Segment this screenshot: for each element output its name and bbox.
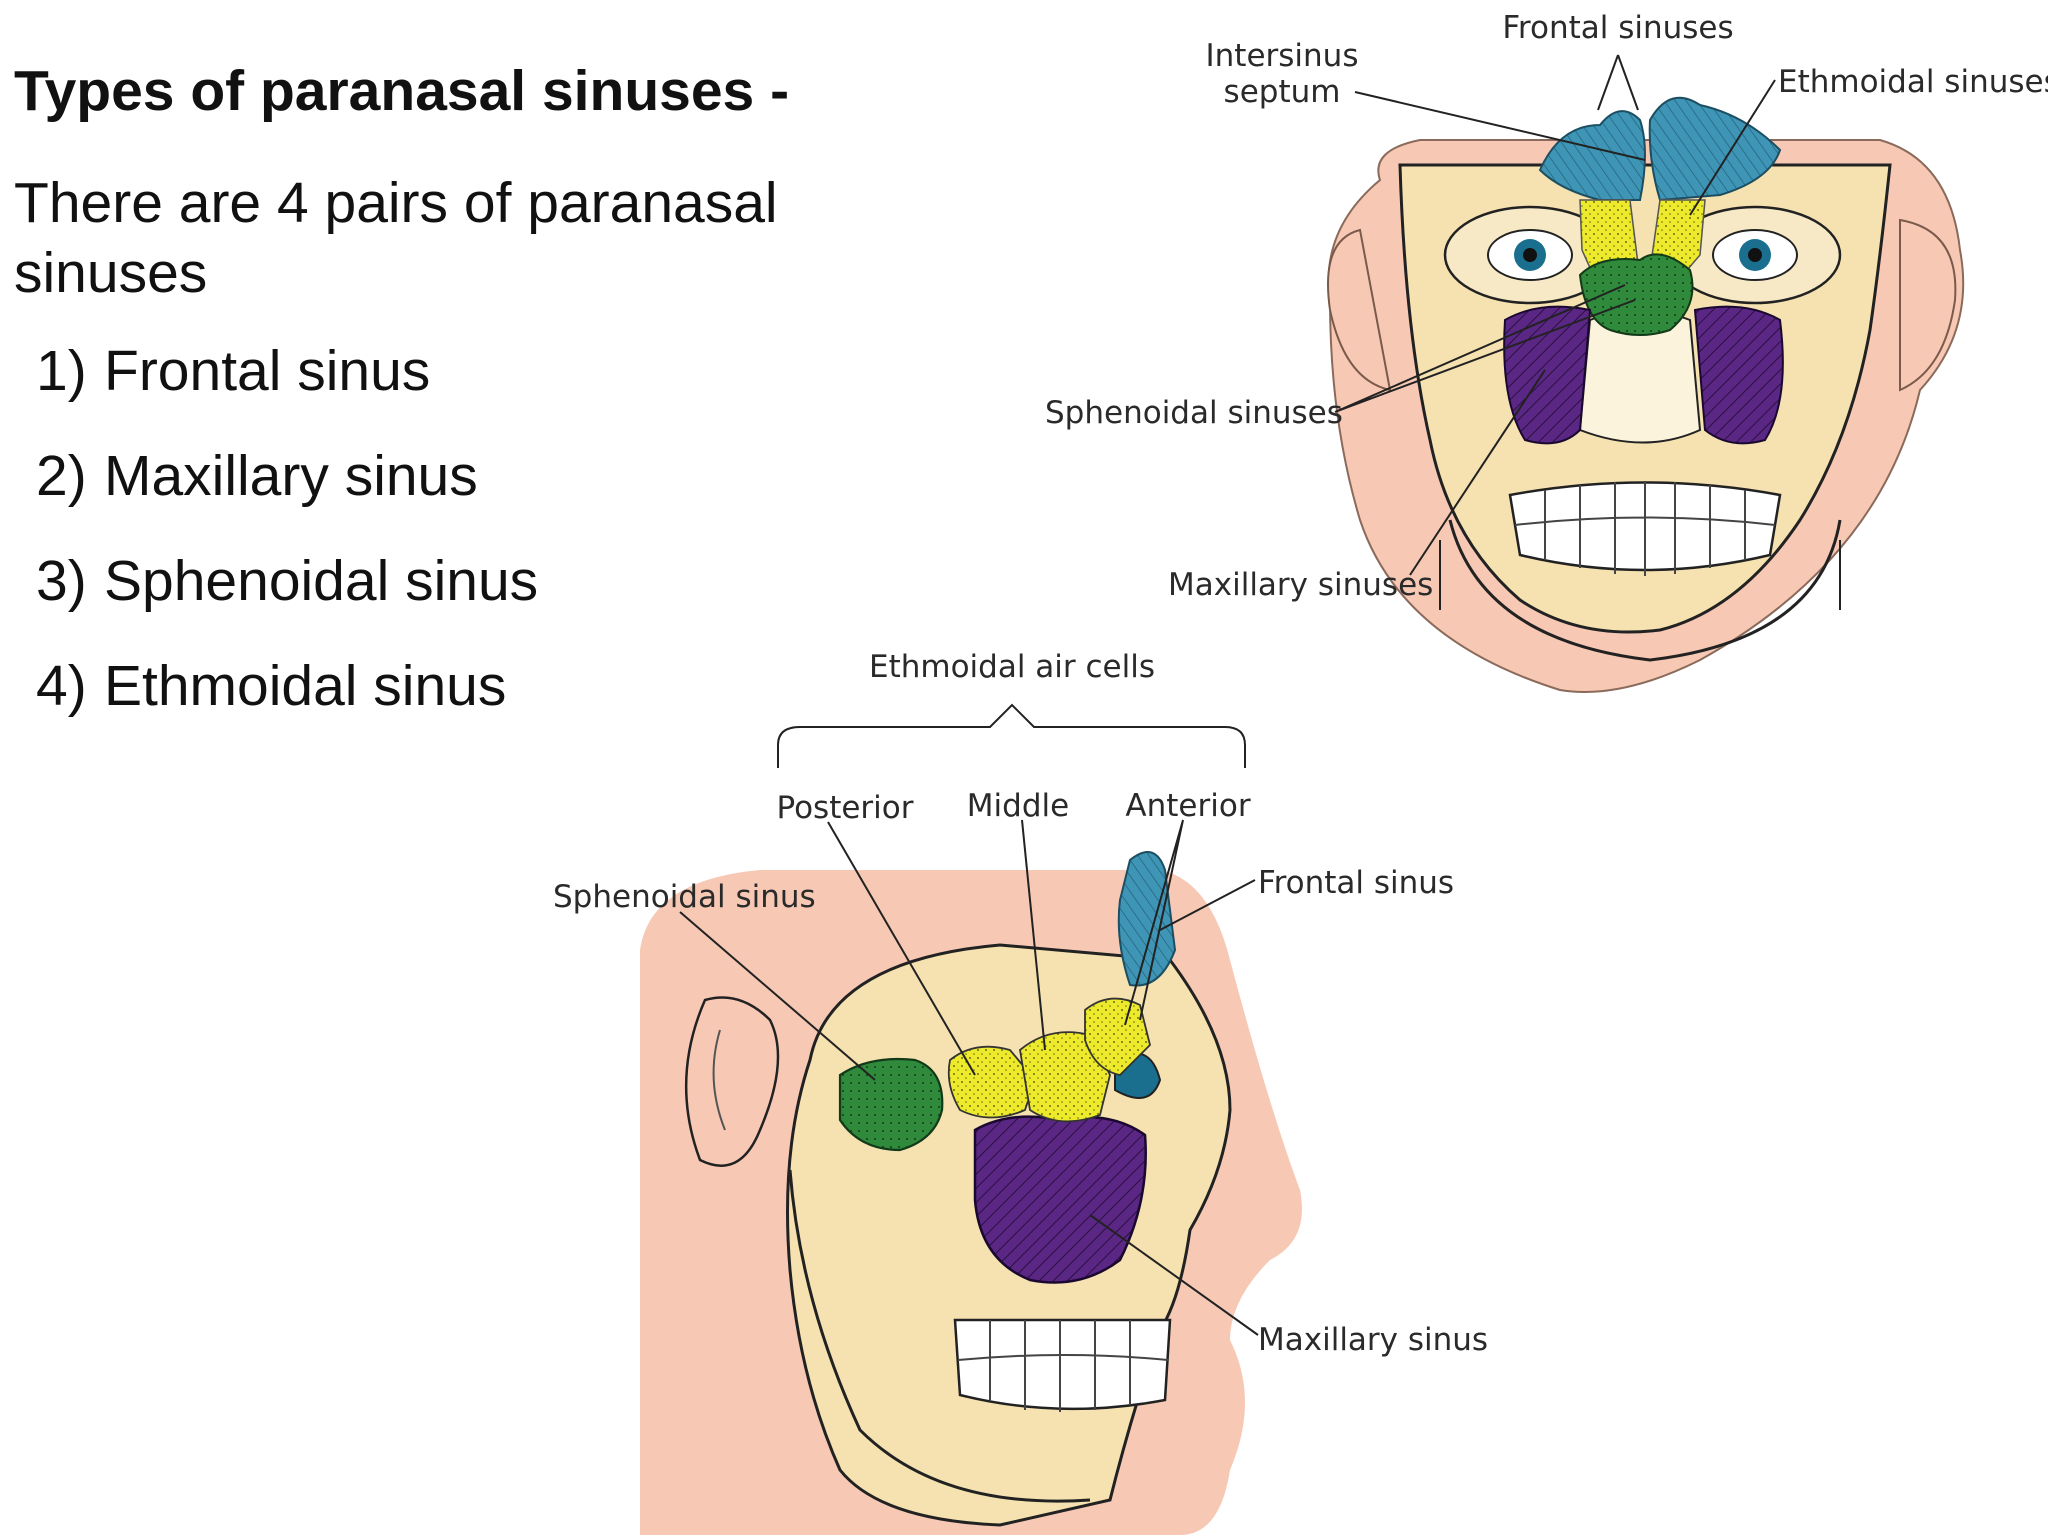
label-frontal-sinuses: Frontal sinuses bbox=[1502, 10, 1733, 46]
leader-ethmoidal-sinuses bbox=[1689, 79, 1776, 216]
lateral-frontal-sinus bbox=[1117, 851, 1177, 987]
frontal-left-ear bbox=[1327, 228, 1392, 392]
frontal-sinus-right bbox=[1648, 96, 1782, 202]
list-item-number: 1) bbox=[36, 339, 87, 403]
list-item: 1) Frontal sinus bbox=[36, 336, 538, 441]
leader-frontal-sinus bbox=[1159, 879, 1256, 931]
lateral-ear-fold bbox=[712, 1029, 726, 1131]
leader-maxillary-sinus bbox=[1089, 1214, 1259, 1336]
label-intersinus-septum: Intersinus bbox=[1206, 38, 1359, 74]
list-item-label: Ethmoidal sinus bbox=[104, 654, 507, 718]
leader-middle bbox=[1021, 819, 1046, 1051]
frontal-view: Frontal sinuses Intersinus septum Ethmoi… bbox=[1045, 10, 2048, 693]
list-item-number: 2) bbox=[36, 444, 87, 508]
ethmoidal-air-cells-bracket bbox=[777, 703, 1246, 768]
label-ethmoidal-air-cells: Ethmoidal air cells bbox=[869, 649, 1155, 685]
leader-maxillary-sinuses bbox=[1409, 369, 1546, 576]
lateral-sphenoidal-sinus bbox=[838, 1057, 944, 1152]
list-item-number: 3) bbox=[36, 549, 87, 613]
frontal-teeth-lines bbox=[1514, 481, 1776, 576]
label-frontal-sinus: Frontal sinus bbox=[1258, 865, 1454, 901]
frontal-maxillary-right bbox=[1693, 305, 1784, 445]
lateral-view: Ethmoidal air cells Posterior Middle Ant… bbox=[553, 649, 1488, 1535]
list-item: 3) Sphenoidal sinus bbox=[36, 546, 538, 651]
label-anterior: Anterior bbox=[1125, 788, 1250, 824]
slide-heading: Types of paranasal sinuses - bbox=[14, 59, 790, 123]
label-ethmoidal-sinuses: Ethmoidal sinuses bbox=[1778, 64, 2048, 100]
frontal-left-pupil bbox=[1523, 248, 1537, 262]
label-sphenoidal-sinuses: Sphenoidal sinuses bbox=[1045, 395, 1343, 431]
label-posterior: Posterior bbox=[776, 790, 913, 826]
list-item-number: 4) bbox=[36, 654, 87, 718]
list-item-label: Frontal sinus bbox=[104, 339, 431, 403]
lateral-teeth bbox=[953, 1318, 1172, 1411]
leader-intersinus-septum bbox=[1354, 91, 1646, 161]
frontal-maxillary-left bbox=[1503, 305, 1592, 445]
label-intersinus-septum: septum bbox=[1224, 74, 1341, 110]
frontal-right-ear bbox=[1899, 218, 1957, 392]
list-item: 4) Ethmoidal sinus bbox=[36, 651, 538, 756]
lateral-teeth-lines bbox=[957, 1320, 1169, 1412]
label-maxillary-sinus: Maxillary sinus bbox=[1258, 1322, 1488, 1358]
list-item-label: Maxillary sinus bbox=[104, 444, 478, 508]
lateral-ethmoidal-middle bbox=[1019, 1031, 1111, 1123]
leader-posterior bbox=[827, 821, 976, 1076]
frontal-sinus-left bbox=[1538, 110, 1646, 201]
list-item-label: Sphenoidal sinus bbox=[104, 549, 539, 613]
leader-sphenoidal-sinus bbox=[679, 911, 876, 1081]
label-middle: Middle bbox=[967, 788, 1069, 824]
lateral-ear bbox=[684, 996, 780, 1167]
leader-sphenoidal-sinuses bbox=[1334, 284, 1636, 413]
lateral-jaw bbox=[788, 1169, 1091, 1503]
frontal-right-pupil bbox=[1748, 248, 1762, 262]
list-item: 2) Maxillary sinus bbox=[36, 441, 538, 546]
lateral-ethmoidal-anterior bbox=[1084, 997, 1151, 1076]
lateral-maxillary-sinus bbox=[973, 1115, 1147, 1284]
sinus-list: 1) Frontal sinus 2) Maxillary sinus 3) Sphe… bbox=[36, 336, 538, 756]
frontal-jaw bbox=[1448, 519, 1842, 662]
label-maxillary-sinuses: Maxillary sinuses bbox=[1168, 567, 1433, 603]
slide-intro: There are 4 pairs of paranasal sinuses bbox=[14, 171, 778, 305]
frontal-sphenoidal bbox=[1578, 253, 1694, 336]
leader-anterior bbox=[1124, 819, 1184, 1026]
leader-frontal-sinuses bbox=[1597, 54, 1639, 111]
label-sphenoidal-sinus: Sphenoidal sinus bbox=[553, 879, 816, 915]
lateral-ethmoidal-posterior bbox=[947, 1045, 1037, 1119]
